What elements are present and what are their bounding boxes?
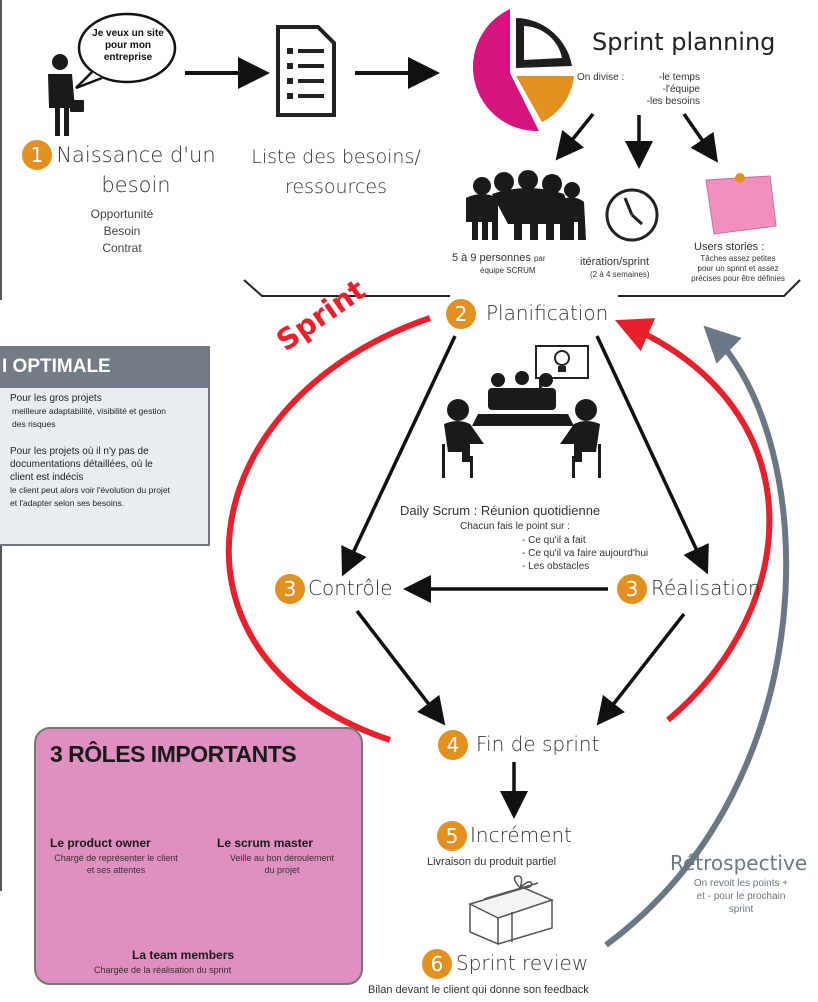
retrospective-line: sprint <box>728 904 754 915</box>
step-6-sub: Bilan devant le client qui donne son fee… <box>368 984 589 996</box>
step-2-badge: 2 <box>446 299 476 329</box>
advantage-p2-body: le client peut alors voir l'évolution du… <box>10 485 170 495</box>
iteration-text: itération/sprint <box>580 256 650 268</box>
step-1-details: Opportunité Besoin Contrat <box>74 206 170 257</box>
person-with-briefcase-icon <box>48 54 84 136</box>
advantage-p2-line: documentations détaillées, où le <box>10 459 153 470</box>
daily-scrum-title: Daily Scrum : Réunion quotidienne <box>400 503 601 518</box>
advantage-body: Pour les gros projets meilleure adaptabi… <box>10 392 206 510</box>
advantage-p2-line: Pour les projets où il n'y pas de <box>10 446 149 457</box>
step-6-badge: 6 <box>422 949 452 979</box>
advantage-header <box>0 348 208 388</box>
step-5-badge: 5 <box>437 821 467 851</box>
daily-scrum-item: - Les obstacles <box>522 561 590 572</box>
sprint-planning-item: -le temps <box>658 72 700 83</box>
step-1-detail: Besoin <box>103 224 141 238</box>
gift-box-icon <box>467 875 555 946</box>
step-4-label: Fin de sprint <box>476 732 600 756</box>
scrum-master-desc-line: Veille au bon déroulement <box>229 853 335 863</box>
sticky-note-icon <box>705 173 777 235</box>
daily-scrum-item: - Ce qu'il a fait <box>522 535 586 546</box>
scrum-master-name: Le scrum master <box>217 836 314 850</box>
team-size: 5 à 9 personnes par <box>452 252 546 264</box>
product-owner-desc: Chargé de représenter le client et ses a… <box>36 852 196 876</box>
advantage-p1-title: Pour les gros projets <box>10 393 102 404</box>
user-stories-line: Tâches assez petites <box>700 254 776 263</box>
step-1-title: Naissance d'un besoin <box>56 143 216 197</box>
sprint-planning-item: -les besoins <box>646 96 700 107</box>
sprint-planning-title: Sprint planning <box>592 28 776 56</box>
retrospective-line: On revoit les points + <box>693 878 789 889</box>
checklist-document-icon <box>276 25 336 117</box>
advantage-p2-line: client est indécis <box>10 472 84 483</box>
scrum-master-desc: Veille au bon déroulement du projet <box>212 852 352 876</box>
product-owner-name: Le product owner <box>50 836 151 850</box>
product-owner-desc-line: et ses attentes <box>86 865 146 875</box>
advantage-p1-body: des risques <box>12 419 56 429</box>
retrospective-desc: On revoit les points + et - pour le proc… <box>668 877 814 916</box>
user-stories-desc: Tâches assez petites pour un sprint et a… <box>676 254 800 284</box>
team-members-name: La team members <box>132 948 235 962</box>
advantage-panel: I OPTIMALE Pour les gros projets meilleu… <box>0 346 210 546</box>
roles-title: 3 RÔLES IMPORTANTS <box>50 741 297 767</box>
team-members-desc: Chargée de la réalisation du sprint <box>94 965 232 975</box>
step-4-badge: 4 <box>438 730 468 760</box>
step-6-label: Sprint review <box>456 951 589 975</box>
speech-bubble-text: Je veux un site pour mon entreprise <box>92 28 164 63</box>
left-border-line <box>0 0 2 300</box>
retrospective-title: Rétrospective <box>670 851 808 875</box>
daily-scrum-sub: Chacun fais le point sur : <box>460 521 571 532</box>
step-1-detail: Contrat <box>102 241 142 255</box>
advantage-title: I OPTIMALE <box>2 356 111 377</box>
sprint-planning-items: -le temps -l'équipe -les besoins <box>620 72 700 108</box>
user-stories-line: précises pour être définies <box>691 274 785 283</box>
team-size-par: par <box>533 254 546 263</box>
team-size-text: 5 à 9 personnes <box>452 252 531 264</box>
step-3-controle-badge: 3 <box>275 574 305 604</box>
advantage-p1-body: meilleure adaptabilité, visibilité et ge… <box>12 406 167 416</box>
product-owner-desc-line: Chargé de représenter le client <box>54 853 178 863</box>
meeting-table-icon <box>442 371 601 478</box>
iteration-duration: (2 à 4 semaines) <box>590 270 650 279</box>
team-scrum-text: équipe SCRUM <box>480 266 536 275</box>
clock-icon <box>605 188 659 242</box>
sprint-planning-divise: On divise : <box>577 72 625 83</box>
sprint-planning-item: -l'équipe <box>662 84 701 95</box>
speech-bubble-icon <box>75 12 177 90</box>
daily-scrum-items: - Ce qu'il a fait - Ce qu'il va faire au… <box>522 534 648 573</box>
retrospective-line: et - pour le prochain <box>696 891 786 902</box>
daily-scrum-item: - Ce qu'il va faire aujourd'hui <box>522 548 649 559</box>
step-3-realisation-label: Réalisation <box>651 576 761 600</box>
step-1-detail: Opportunité <box>90 207 154 221</box>
step-1-badge: 1 <box>22 140 52 170</box>
step-5-sub: Livraison du produit partiel <box>427 856 557 868</box>
left-border-line-lower <box>0 546 2 891</box>
pie-chart-icon <box>472 9 574 132</box>
step-2-label: Planification <box>486 301 609 325</box>
advantage-p2-body: et l'adapter selon ses besoins. <box>10 498 125 508</box>
step-5-label: Incrément <box>470 823 572 847</box>
list-title: Liste des besoins/ ressources <box>251 146 421 198</box>
roles-panel: 3 RÔLES IMPORTANTS Le product owner Char… <box>34 727 363 985</box>
scrum-master-desc-line: du projet <box>264 865 300 875</box>
user-stories-title: Users stories : <box>694 241 765 253</box>
step-3-realisation-badge: 3 <box>617 574 647 604</box>
user-stories-line: pour un sprint et assez <box>697 264 779 273</box>
step-3-controle-label: Contrôle <box>308 576 393 600</box>
team-group-icon <box>466 170 586 240</box>
